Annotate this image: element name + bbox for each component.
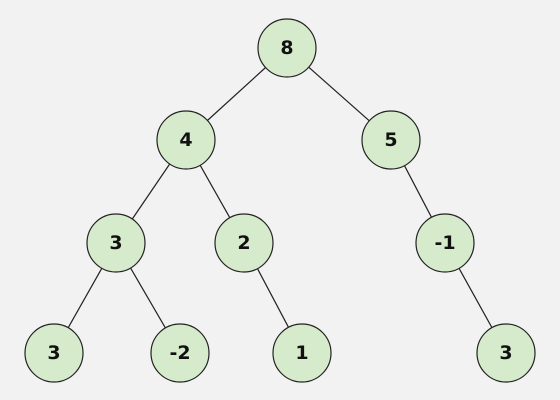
tree-node-n2: 5 [361,110,421,170]
node-circle [214,213,274,273]
node-label: 3 [499,342,512,364]
node-label: 3 [109,232,122,254]
tree-edge-n4-n8 [256,268,290,328]
node-label: 5 [384,129,397,151]
tree-edge-n3-n7 [130,267,166,329]
tree-edge-n3-n6 [67,268,103,328]
tree-node-n1: 4 [156,110,216,170]
node-label: -2 [169,342,190,364]
node-circle [415,213,475,273]
node-circle [257,18,317,78]
tree-edge-n1-n4 [199,165,231,218]
tree-node-n9: 3 [476,323,536,383]
tree-node-n7: -2 [150,323,210,383]
tree-edge-n0-n2 [308,66,370,122]
tree-node-n4: 2 [214,213,274,273]
tree-edge-n1-n3 [131,163,171,220]
tree-edges [67,66,493,329]
tree-node-n8: 1 [272,323,332,383]
node-label: 1 [295,342,308,364]
node-circle [86,213,146,273]
tree-edge-n0-n1 [206,67,267,121]
tree-edge-n2-n5 [403,165,433,218]
node-label: 8 [280,37,293,59]
node-circle [272,323,332,383]
node-circle [476,323,536,383]
tree-node-n6: 3 [24,323,84,383]
node-label: 3 [47,342,60,364]
tree-edge-n5-n9 [458,268,493,328]
tree-node-n0: 8 [257,18,317,78]
tree-node-n5: -1 [415,213,475,273]
node-circle [361,110,421,170]
tree-nodes: 8 4 5 3 2 -1 3 -2 1 3 [24,18,536,383]
node-circle [24,323,84,383]
node-label: -1 [434,232,455,254]
node-label: 4 [179,129,192,151]
tree-node-n3: 3 [86,213,146,273]
node-circle [150,323,210,383]
node-label: 2 [237,232,250,254]
node-circle [156,110,216,170]
